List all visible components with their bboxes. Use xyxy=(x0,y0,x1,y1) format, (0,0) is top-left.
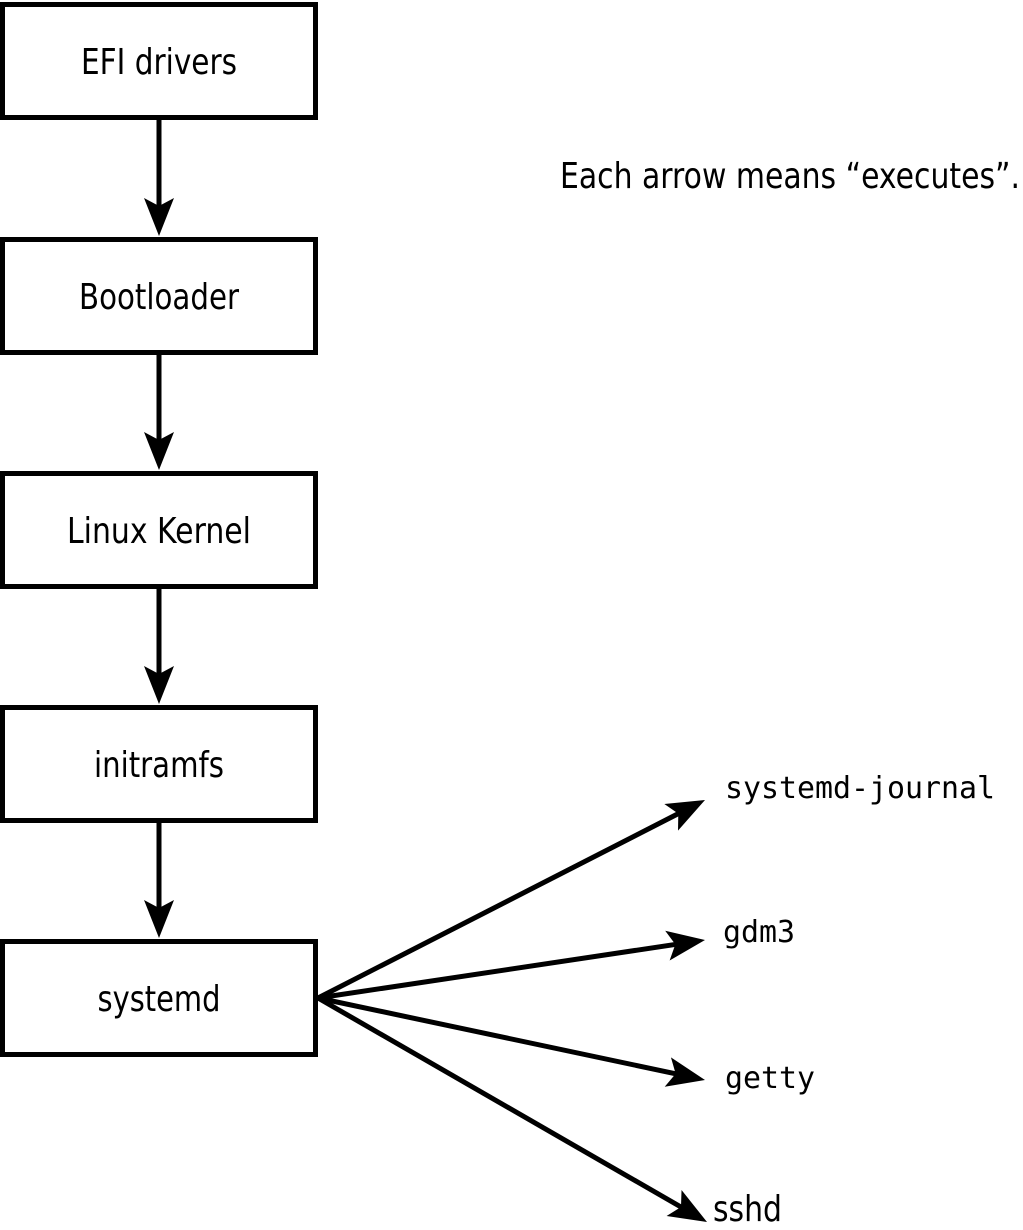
target-label-getty: getty xyxy=(725,1061,815,1096)
node-bootloader: Bootloader xyxy=(0,237,318,355)
node-label: Bootloader xyxy=(79,277,239,318)
arrow-efi-to-bootloader xyxy=(144,120,174,236)
arrow-systemd-to-gdm3 xyxy=(317,930,705,1001)
node-label: initramfs xyxy=(94,745,224,786)
arrowhead-icon xyxy=(144,432,174,470)
arrow-kernel-to-initramfs xyxy=(144,589,174,704)
target-label-sshd: sshd xyxy=(713,1189,782,1230)
arrow-shaft xyxy=(316,809,684,1001)
node-box xyxy=(0,471,318,589)
arrowhead-icon xyxy=(664,1057,705,1087)
arrowhead-icon xyxy=(665,930,705,961)
node-box xyxy=(0,2,318,120)
node-box xyxy=(0,237,318,355)
target-label-gdm3: gdm3 xyxy=(723,915,795,950)
arrow-systemd-to-getty xyxy=(317,995,705,1087)
arrowhead-icon xyxy=(144,666,174,704)
target-label-systemd-journal: systemd-journal xyxy=(725,771,995,806)
node-systemd: systemd xyxy=(0,939,318,1057)
node-box xyxy=(0,939,318,1057)
node-initramfs: initramfs xyxy=(0,705,318,823)
annotation-text: Each arrow means “executes”. xyxy=(560,156,1020,197)
node-label: EFI drivers xyxy=(81,42,237,83)
arrow-shaft xyxy=(316,995,687,1212)
arrow-systemd-to-journal xyxy=(316,800,705,1001)
arrowhead-icon xyxy=(144,198,174,236)
node-linux-kernel: Linux Kernel xyxy=(0,471,318,589)
node-box xyxy=(0,705,318,823)
arrow-systemd-to-sshd xyxy=(316,995,707,1222)
arrowhead-icon xyxy=(664,800,705,831)
node-label: systemd xyxy=(98,979,221,1020)
arrow-bootloader-to-kernel xyxy=(144,355,174,470)
arrowhead-icon xyxy=(144,900,174,938)
arrow-shaft xyxy=(317,941,681,1001)
arrow-shaft xyxy=(317,995,682,1078)
arrowhead-icon xyxy=(666,1190,707,1222)
node-label: Linux Kernel xyxy=(67,511,251,552)
node-efi-drivers: EFI drivers xyxy=(0,2,318,120)
arrow-initramfs-to-systemd xyxy=(144,823,174,938)
